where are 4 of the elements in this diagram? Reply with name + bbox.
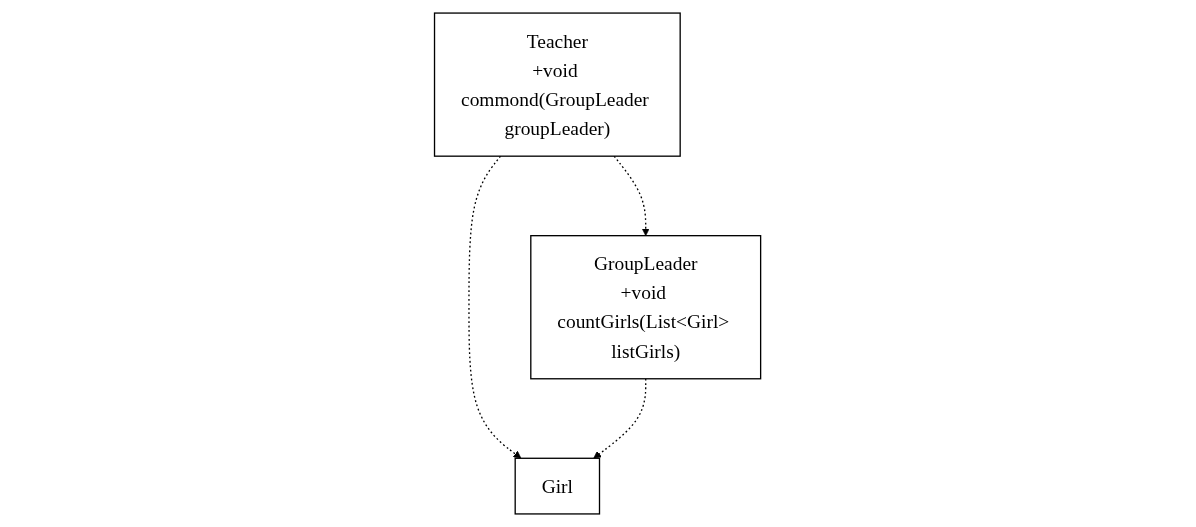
node-box: Teacher +void commond(GroupLeader groupLeader) [434,12,682,157]
node-box: GroupLeader +void countGirls(List<Girl> listGirls) [530,235,762,380]
node-box: Girl [514,457,601,515]
arrow [593,378,647,459]
